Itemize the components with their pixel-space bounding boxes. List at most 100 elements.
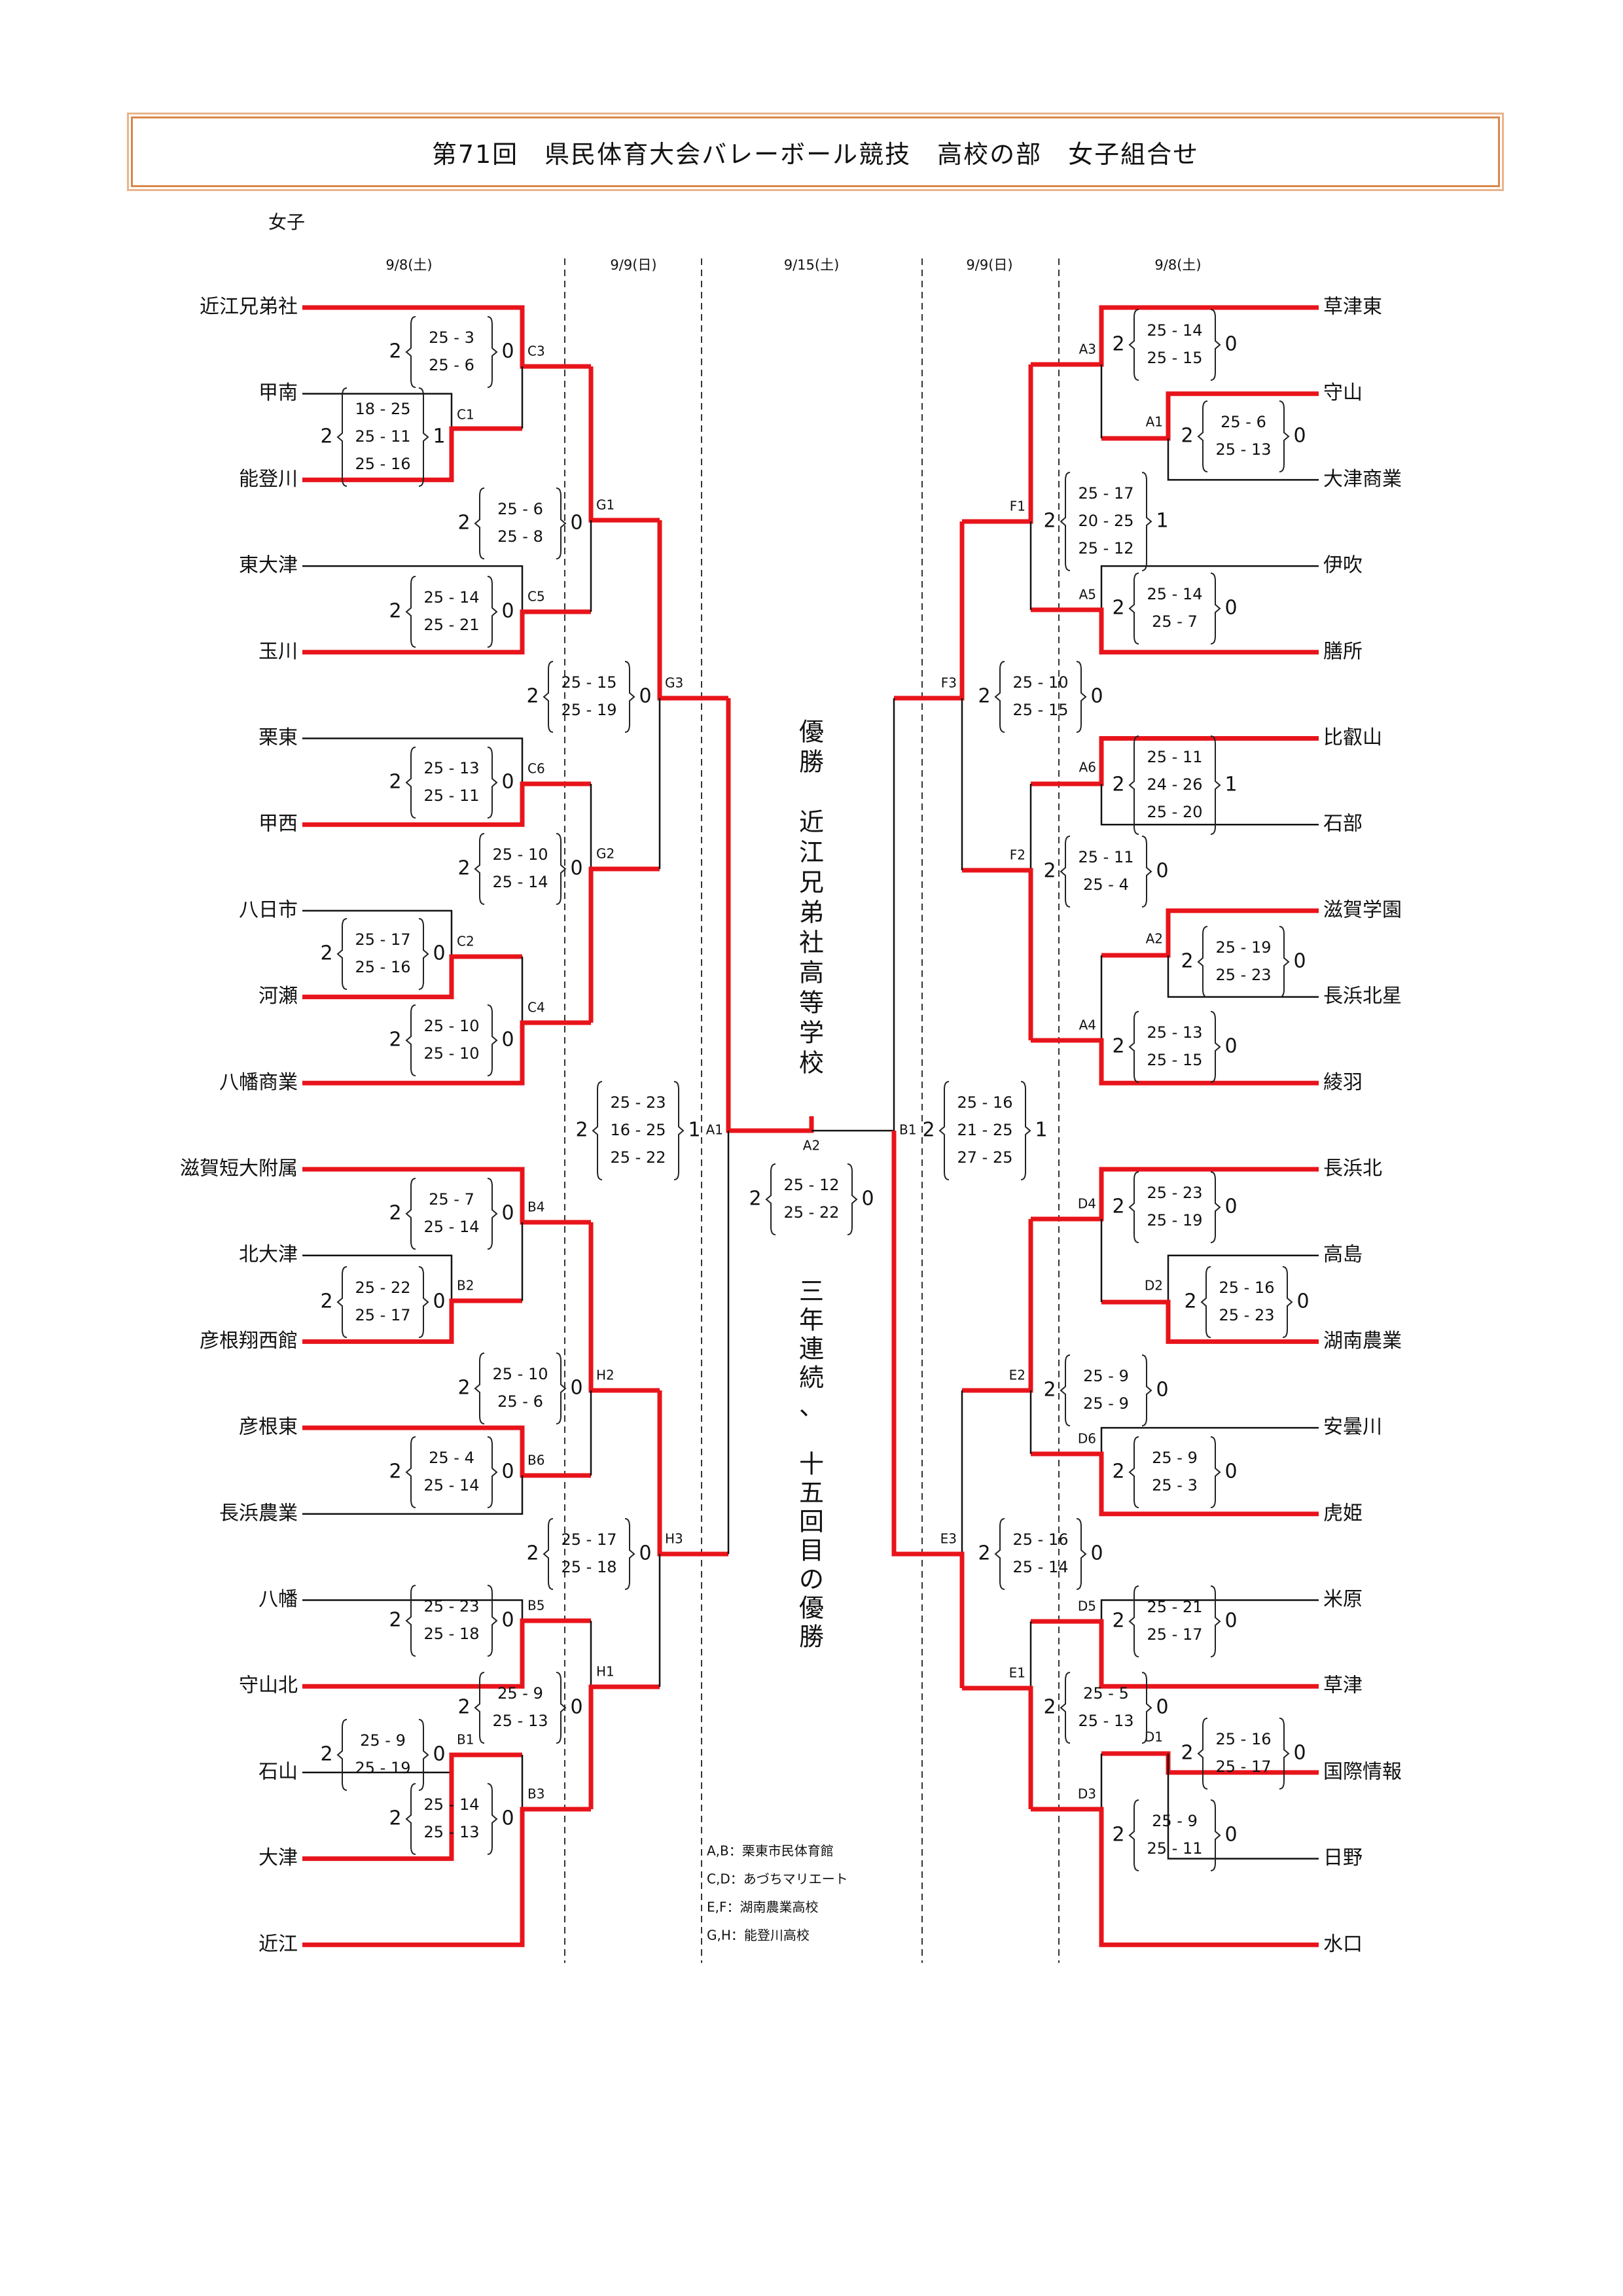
champion-note-char: の (799, 1565, 824, 1594)
brace-left-icon (938, 1081, 950, 1180)
set-score: 16 - 25 (611, 1121, 666, 1139)
brace-left-icon (994, 1518, 1005, 1590)
team-name: 日野 (1323, 1846, 1363, 1869)
set-score: 25 - 14 (1013, 1558, 1069, 1576)
match-code: F2 (1010, 847, 1026, 863)
sets-won: 2 (1181, 950, 1193, 973)
sets-lost: 0 (1156, 1379, 1168, 1402)
set-score: 25 - 8 (497, 527, 543, 546)
bracket-line (1167, 438, 1319, 481)
sets-lost: 1 (1156, 510, 1168, 533)
bracket-line (588, 1684, 660, 1809)
bracket-line (588, 866, 660, 1023)
brace-right-icon (1141, 836, 1152, 908)
sets-lost: 0 (1293, 425, 1306, 448)
team-name: 甲西 (259, 813, 298, 836)
brace-right-icon (1210, 1171, 1221, 1243)
bracket-line (302, 954, 522, 1000)
brace-right-icon (556, 487, 567, 559)
venue-legend: E,F：湖南農業高校 (707, 1899, 819, 1915)
brace-left-icon (592, 1081, 603, 1180)
sets-won: 2 (457, 857, 470, 880)
sets-lost: 0 (501, 1460, 514, 1483)
team-name: 草津東 (1323, 296, 1382, 319)
bracket-line (726, 698, 814, 1133)
team-name: 滋賀短大附属 (180, 1157, 298, 1180)
set-score: 25 - 16 (957, 1093, 1013, 1112)
match-code: E2 (1009, 1368, 1026, 1383)
set-score: 25 - 17 (355, 930, 411, 949)
champion-char: 勝 (799, 748, 824, 777)
brace-right-icon (1210, 573, 1221, 645)
brace-right-icon (1210, 309, 1221, 381)
match-code: D5 (1078, 1598, 1096, 1614)
sets-won: 2 (389, 340, 401, 363)
match-code: E1 (1009, 1665, 1026, 1681)
set-score: 25 - 21 (424, 616, 480, 634)
set-score: 25 - 9 (1083, 1394, 1129, 1413)
match-code: H1 (596, 1664, 615, 1680)
champion-note-char: 勝 (799, 1623, 824, 1651)
brace-left-icon (405, 1178, 416, 1250)
bracket-line (302, 426, 522, 482)
team-name: 大津商業 (1323, 468, 1402, 491)
brace-right-icon (487, 576, 498, 648)
team-name: 彦根東 (239, 1416, 298, 1439)
set-score: 25 - 11 (1147, 748, 1203, 766)
sets-won: 2 (1043, 510, 1056, 533)
brace-right-icon (1210, 1436, 1221, 1508)
team-name: 安曇川 (1323, 1416, 1382, 1439)
sets-lost: 0 (639, 1542, 651, 1565)
brace-left-icon (336, 918, 348, 990)
set-score: 25 - 22 (355, 1279, 411, 1297)
sets-won: 2 (389, 1460, 401, 1483)
bracket-line (302, 1752, 522, 1862)
bracket-line (1167, 1754, 1319, 1860)
match-code: D4 (1078, 1196, 1096, 1212)
sets-lost: 1 (433, 425, 445, 448)
set-score: 25 - 16 (355, 958, 411, 976)
bracket-line (891, 1131, 965, 1688)
sets-lost: 0 (1224, 1610, 1237, 1633)
team-name: 綾羽 (1323, 1071, 1363, 1094)
brace-right-icon (1210, 1799, 1221, 1871)
brace-right-icon (487, 1783, 498, 1855)
champion-note-char: 年 (799, 1306, 824, 1335)
bracket-line (302, 1425, 591, 1478)
set-score: 25 - 13 (493, 1712, 548, 1730)
bracket-line (302, 910, 453, 957)
match-code: E3 (940, 1531, 957, 1547)
brace-left-icon (1128, 1436, 1139, 1508)
bracket-line (302, 1254, 453, 1301)
set-score: 25 - 19 (562, 701, 617, 719)
brace-left-icon (1128, 309, 1139, 381)
set-score: 25 - 5 (1083, 1684, 1129, 1703)
match-code: C1 (457, 407, 474, 423)
brace-left-icon (405, 1585, 416, 1657)
match-code: G3 (665, 675, 683, 691)
bracket-line (302, 1298, 522, 1344)
bracket-line (1031, 736, 1319, 786)
team-name: 大津 (259, 1846, 298, 1869)
match-code: A4 (1079, 1017, 1096, 1033)
match-code: D2 (1145, 1278, 1163, 1294)
match-code: B1 (457, 1732, 474, 1748)
brace-left-icon (1197, 400, 1208, 472)
bracket-line (657, 1390, 728, 1557)
brace-left-icon (1197, 1718, 1208, 1790)
bracket-line (1031, 1807, 1319, 1947)
team-name: 米原 (1323, 1588, 1363, 1611)
sets-lost: 0 (1224, 1035, 1237, 1058)
set-score: 25 - 9 (360, 1731, 406, 1750)
team-name: 長浜農業 (219, 1502, 298, 1525)
sets-won: 2 (1184, 1290, 1196, 1313)
champion-char: 優 (799, 718, 824, 747)
sets-lost: 0 (1224, 1824, 1237, 1846)
match-code: A6 (1079, 760, 1096, 775)
brace-right-icon (487, 1178, 498, 1250)
match-code: A1 (1146, 414, 1163, 430)
sets-lost: 0 (570, 1696, 582, 1719)
set-score: 25 - 15 (1147, 349, 1203, 367)
champion-note-char: 三 (799, 1277, 824, 1306)
sets-lost: 0 (1224, 1460, 1237, 1483)
